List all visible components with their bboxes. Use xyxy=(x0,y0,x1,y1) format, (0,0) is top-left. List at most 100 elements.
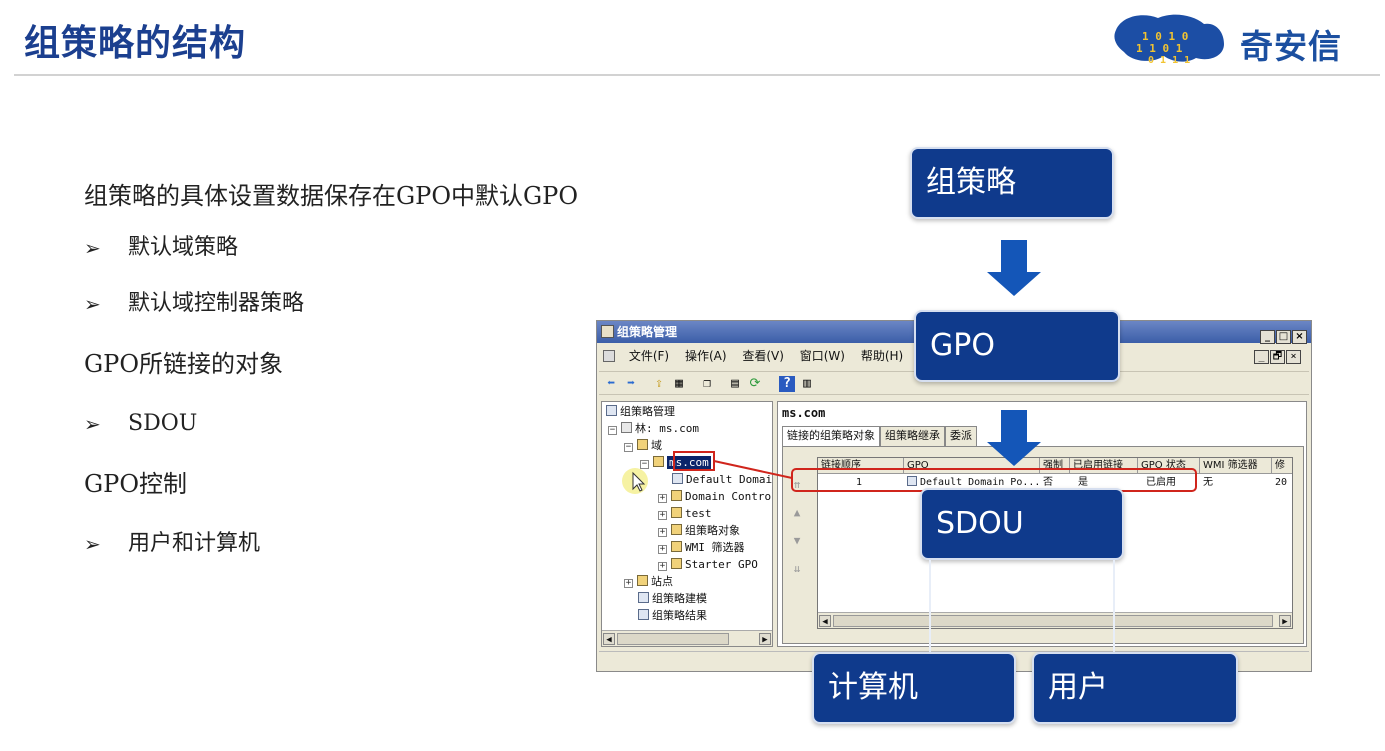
status-bar xyxy=(599,651,1309,669)
col-link-enabled[interactable]: 已启用链接 xyxy=(1070,458,1138,474)
mouse-cursor-icon xyxy=(622,468,648,494)
scroll-thumb[interactable] xyxy=(833,615,1273,627)
callout-sdou: SDOU xyxy=(920,488,1124,560)
expand-icon[interactable]: + xyxy=(658,544,667,554)
bullet-item: ➢用户和计算机 xyxy=(84,526,684,562)
maximize-button[interactable]: □ xyxy=(1276,330,1291,344)
tab-delegation[interactable]: 委派 xyxy=(945,426,977,446)
window-title: 组策略管理 xyxy=(617,325,678,339)
refresh-icon[interactable]: ⟳ xyxy=(749,376,761,391)
tree-node-root[interactable]: 组策略管理 xyxy=(606,404,675,420)
console-view-icon[interactable]: ▥ xyxy=(803,376,811,391)
callout-computer: 计算机 xyxy=(812,652,1016,724)
move-top-icon[interactable]: ⇈ xyxy=(793,478,801,491)
bullet-list: 组策略的具体设置数据保存在GPO中默认GPO ➢默认域策略 ➢默认域控制器策略 … xyxy=(84,178,684,562)
down-arrow-icon xyxy=(987,240,1041,296)
menu-view[interactable]: 查看(V) xyxy=(742,349,784,363)
expand-icon[interactable]: + xyxy=(658,561,667,571)
inner-close-button[interactable]: × xyxy=(1286,350,1301,364)
document-icon[interactable] xyxy=(603,350,615,362)
arrow-bullet-icon: ➢ xyxy=(84,532,101,556)
tree-node-test[interactable]: +test xyxy=(658,507,712,520)
minimize-button[interactable]: _ xyxy=(1260,330,1275,344)
scroll-right-icon[interactable]: ▶ xyxy=(759,633,771,645)
menu-window[interactable]: 窗口(W) xyxy=(799,349,845,363)
collapse-icon[interactable]: − xyxy=(640,459,649,469)
tab-linked-gpos[interactable]: 链接的组策略对象 xyxy=(782,426,880,446)
ou-folder-icon xyxy=(671,507,682,518)
expand-icon[interactable]: + xyxy=(658,493,667,503)
tree-node-forest[interactable]: −林: ms.com xyxy=(608,422,699,435)
tree-horizontal-scrollbar[interactable]: ◀ ▶ xyxy=(602,630,772,646)
tree-node-domains[interactable]: −域 xyxy=(624,439,662,452)
logo-text: 奇安信 xyxy=(1240,27,1342,66)
arrow-bullet-icon: ➢ xyxy=(84,292,101,316)
callout-user: 用户 xyxy=(1032,652,1238,724)
tree-node-sites[interactable]: +站点 xyxy=(624,575,673,588)
down-arrow-icon xyxy=(987,410,1041,466)
help-icon[interactable]: ? xyxy=(779,376,795,392)
expand-icon[interactable]: + xyxy=(658,510,667,520)
scroll-right-icon[interactable]: ▶ xyxy=(1279,615,1291,627)
collapse-icon[interactable]: − xyxy=(624,442,633,452)
col-wmi-filter[interactable]: WMI 筛选器 xyxy=(1200,458,1272,474)
expand-icon[interactable]: + xyxy=(624,578,633,588)
console-tree: 组策略管理 −林: ms.com −域 −ms.com Default Doma… xyxy=(601,401,773,647)
bullet-heading: GPO所链接的对象 xyxy=(84,350,283,378)
callout-gpo: GPO xyxy=(914,310,1120,382)
domain-icon xyxy=(653,456,664,467)
inner-restore-button[interactable]: 🗗 xyxy=(1270,350,1285,364)
move-bottom-icon[interactable]: ⇊ xyxy=(793,562,801,575)
show-hide-tree-icon[interactable]: ▦ xyxy=(675,376,683,391)
cell-modified: 20 xyxy=(1275,477,1288,488)
tree-node-default-domain[interactable]: Default Domain xyxy=(672,472,772,488)
collapse-icon[interactable]: − xyxy=(608,425,617,435)
expand-icon[interactable]: + xyxy=(658,527,667,537)
up-folder-icon[interactable]: ⇪ xyxy=(655,376,663,391)
list-horizontal-scrollbar[interactable]: ◀ ▶ xyxy=(818,612,1292,628)
arrow-bullet-icon: ➢ xyxy=(84,236,101,260)
properties-icon[interactable]: ▤ xyxy=(731,376,739,391)
menu-file[interactable]: 文件(F) xyxy=(628,349,670,363)
close-button[interactable]: × xyxy=(1292,330,1307,344)
move-down-icon[interactable]: ▼ xyxy=(793,534,801,547)
back-arrow-icon[interactable]: ⬅ xyxy=(607,376,615,391)
cell-gpo-status: 已启用 xyxy=(1146,477,1176,488)
inner-minimize-button[interactable]: _ xyxy=(1254,350,1269,364)
col-enforced[interactable]: 强制 xyxy=(1040,458,1070,474)
bullet-heading: GPO控制 xyxy=(84,470,187,498)
tree-node-modeling[interactable]: 组策略建模 xyxy=(638,591,707,607)
col-gpo-status[interactable]: GPO 状态 xyxy=(1138,458,1200,474)
scroll-left-icon[interactable]: ◀ xyxy=(603,633,615,645)
tree-node-gpo-objects[interactable]: +组策略对象 xyxy=(658,524,740,537)
folder-icon xyxy=(671,541,682,552)
svg-text:0 1 1 1: 0 1 1 1 xyxy=(1148,55,1190,66)
tree-node-starter-gpo[interactable]: +Starter GPO xyxy=(658,558,758,571)
tree-node-wmi-filters[interactable]: +WMI 筛选器 xyxy=(658,541,745,554)
ou-folder-icon xyxy=(671,490,682,501)
gpmc-icon xyxy=(606,405,617,416)
col-gpo[interactable]: GPO xyxy=(904,458,1040,474)
connector-line xyxy=(1113,560,1115,652)
menu-bar: 文件(F) 操作(A) 查看(V) 窗口(W) 帮助(H) xyxy=(597,345,1311,367)
forward-arrow-icon[interactable]: ➡ xyxy=(627,376,635,391)
modeling-icon xyxy=(638,592,649,603)
tree-node-results[interactable]: 组策略结果 xyxy=(638,608,707,624)
col-modified[interactable]: 修 xyxy=(1272,458,1292,474)
tab-inheritance[interactable]: 组策略继承 xyxy=(880,426,945,446)
arrow-bullet-icon: ➢ xyxy=(84,412,101,436)
connector-line xyxy=(929,560,931,652)
move-up-icon[interactable]: ▲ xyxy=(793,506,801,519)
gpo-icon xyxy=(907,476,917,486)
tree-node-domain-controllers[interactable]: +Domain Control xyxy=(658,490,773,503)
menu-action[interactable]: 操作(A) xyxy=(684,349,727,363)
col-link-order[interactable]: 链接顺序 xyxy=(818,458,904,474)
scroll-thumb[interactable] xyxy=(617,633,729,645)
tab-strip: 链接的组策略对象组策略继承委派 xyxy=(782,426,977,446)
title-divider xyxy=(14,74,1380,76)
svg-text:1 1 0 1: 1 1 0 1 xyxy=(1136,42,1183,55)
copy-icon[interactable]: ❐ xyxy=(703,376,711,391)
scroll-left-icon[interactable]: ◀ xyxy=(819,615,831,627)
folder-icon xyxy=(671,524,682,535)
menu-help[interactable]: 帮助(H) xyxy=(860,349,904,363)
